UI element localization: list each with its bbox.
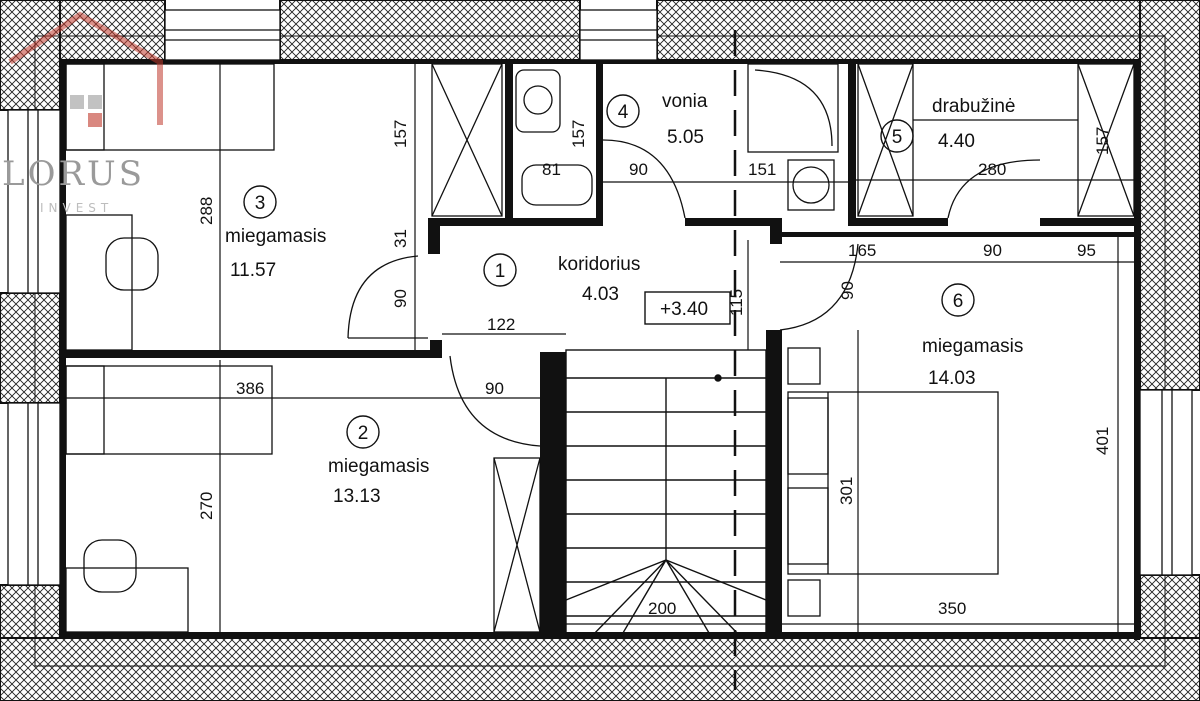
interior-walls [60, 60, 1140, 640]
shower [747, 63, 839, 153]
room-3-number: 3 [255, 193, 266, 214]
dim-401: 401 [1093, 427, 1112, 455]
dim-31: 31 [391, 229, 410, 248]
chair [83, 539, 137, 593]
dim-350: 350 [938, 599, 966, 618]
house-logo-icon [8, 11, 163, 125]
lorus-logo: LORUS INVEST [2, 11, 163, 215]
dim-90: 90 [485, 379, 504, 398]
logo-tagline: INVEST [40, 201, 113, 215]
wardrobe [493, 457, 541, 633]
dim-301: 301 [837, 477, 856, 505]
dimension-lines [66, 64, 1134, 632]
wardrobe [431, 63, 503, 217]
dim-386: 386 [236, 379, 264, 398]
room-number-circle [880, 119, 914, 153]
room-6-area: 14.03 [928, 368, 976, 389]
level-mark: +3.40 [660, 299, 708, 320]
room-number-circle [606, 94, 640, 128]
room-1-area: 4.03 [582, 284, 619, 305]
room-number-circle [243, 185, 277, 219]
room-3-area: 11.57 [230, 260, 276, 281]
room-1-name: koridorius [558, 254, 640, 275]
dim-81: 81 [542, 160, 561, 179]
dim-95: 95 [1077, 241, 1096, 260]
dim-151: 151 [748, 160, 776, 179]
room-6-number: 6 [953, 291, 964, 312]
room-4-number: 4 [618, 102, 629, 123]
room-2-number: 2 [358, 423, 369, 444]
sink [515, 69, 561, 133]
room-labels [243, 94, 975, 449]
room-number-circle [483, 253, 517, 287]
dim-157: 157 [391, 120, 410, 148]
dim-115: 115 [727, 289, 746, 316]
dim-280: 280 [978, 160, 1006, 179]
dim-122: 122 [487, 315, 515, 334]
toilet [521, 164, 593, 206]
room-4-name: vonia [662, 91, 708, 112]
dim-270: 270 [197, 492, 216, 520]
dim-90: 90 [983, 241, 1002, 260]
dim-90: 90 [629, 160, 648, 179]
dim-200: 200 [648, 599, 676, 618]
washing-machine [787, 159, 835, 211]
room-2-name: miegamasis [328, 456, 429, 477]
desk [65, 567, 189, 633]
room-4-area: 5.05 [667, 127, 704, 148]
dim-157: 157 [569, 120, 588, 148]
room-3-name: miegamasis [225, 226, 326, 247]
dim-90: 90 [391, 289, 410, 308]
dim-90: 90 [838, 281, 857, 300]
room-number-circle [346, 415, 380, 449]
double-bed [787, 391, 999, 575]
dim-157: 157 [1093, 127, 1112, 155]
wardrobe [1077, 63, 1135, 217]
level-mark-box [644, 291, 731, 325]
room-5-name: drabužinė [932, 96, 1015, 117]
room-5-number: 5 [892, 127, 903, 148]
room-5-area: 4.40 [938, 131, 975, 152]
room-6-name: miegamasis [922, 336, 1023, 357]
desk [65, 214, 133, 351]
dim-288: 288 [197, 197, 216, 225]
dim-165: 165 [848, 241, 876, 260]
staircase [565, 349, 767, 639]
room-number-circle [941, 283, 975, 317]
logo-name: LORUS [2, 154, 145, 194]
furniture [65, 63, 1135, 633]
room-2-area: 13.13 [333, 486, 381, 507]
doors [347, 139, 1041, 447]
chair [105, 237, 159, 291]
room-1-number: 1 [495, 261, 506, 282]
